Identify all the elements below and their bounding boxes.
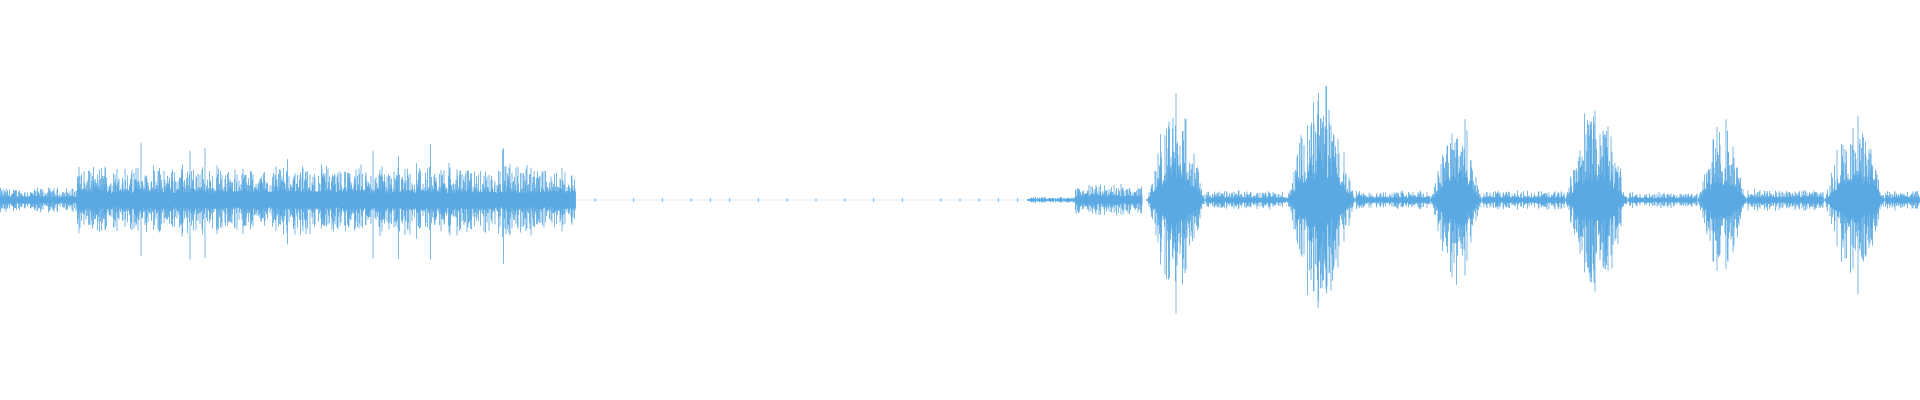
waveform-silence-ticks: [594, 198, 1019, 202]
waveform-samples: [0, 85, 1920, 314]
waveform-path: [0, 85, 1920, 314]
